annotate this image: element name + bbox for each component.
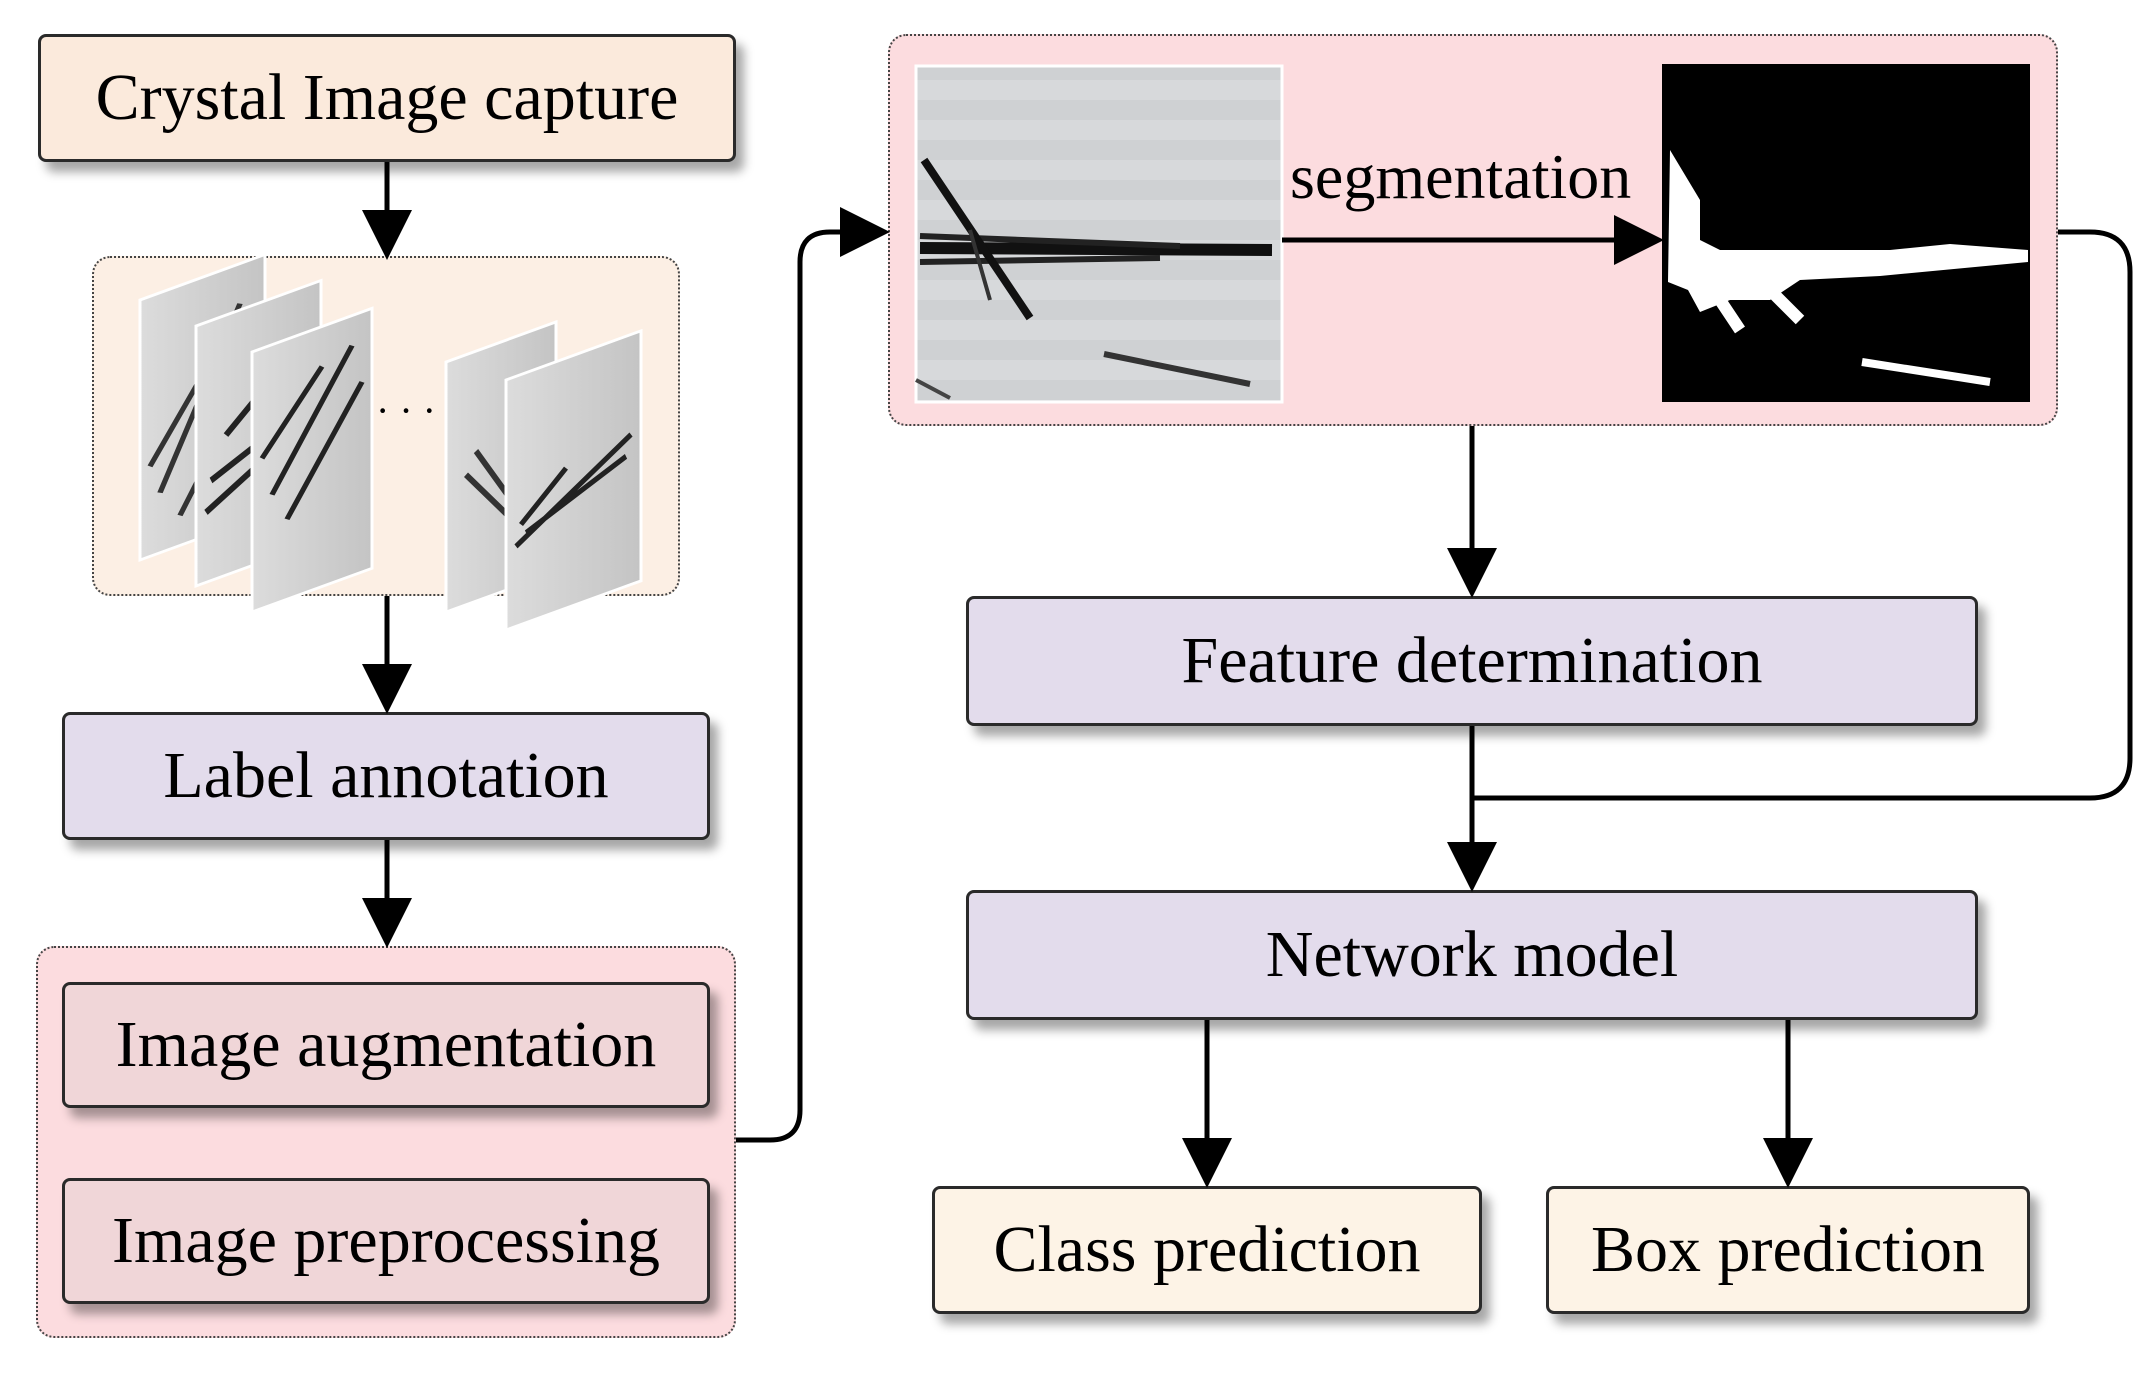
raw-crystal-image [914, 64, 1284, 404]
mask-feedback-line [1472, 229, 2133, 801]
image-augmentation-box: Image augmentation [62, 982, 710, 1108]
image-preprocessing-box: Image preprocessing [62, 1178, 710, 1304]
network-model-label: Network model [1265, 918, 1679, 991]
class-prediction-label: Class prediction [993, 1213, 1421, 1286]
network-model-box: Network model [966, 890, 1978, 1020]
segmentation-mask-image [1662, 64, 2030, 402]
arrow-augmentation-to-segmentation [736, 207, 890, 1143]
stack-ellipsis: · · · [376, 388, 436, 433]
feature-determination-label: Feature determination [1181, 624, 1763, 697]
connectors [362, 162, 2133, 1188]
box-prediction-box: Box prediction [1546, 1186, 2030, 1314]
box-prediction-label: Box prediction [1590, 1213, 1986, 1286]
feature-determination-box: Feature determination [966, 596, 1978, 726]
crystal-image-capture-box: Crystal Image capture [38, 34, 736, 162]
image-preprocessing-label: Image preprocessing [112, 1204, 660, 1277]
label-annotation-label: Label annotation [163, 739, 609, 812]
segmentation-label: segmentation [1290, 141, 1632, 212]
image-augmentation-label: Image augmentation [115, 1008, 657, 1081]
crystal-image-stack-icon [138, 252, 643, 633]
label-annotation-box: Label annotation [62, 712, 710, 840]
crystal-image-capture-label: Crystal Image capture [95, 61, 679, 134]
